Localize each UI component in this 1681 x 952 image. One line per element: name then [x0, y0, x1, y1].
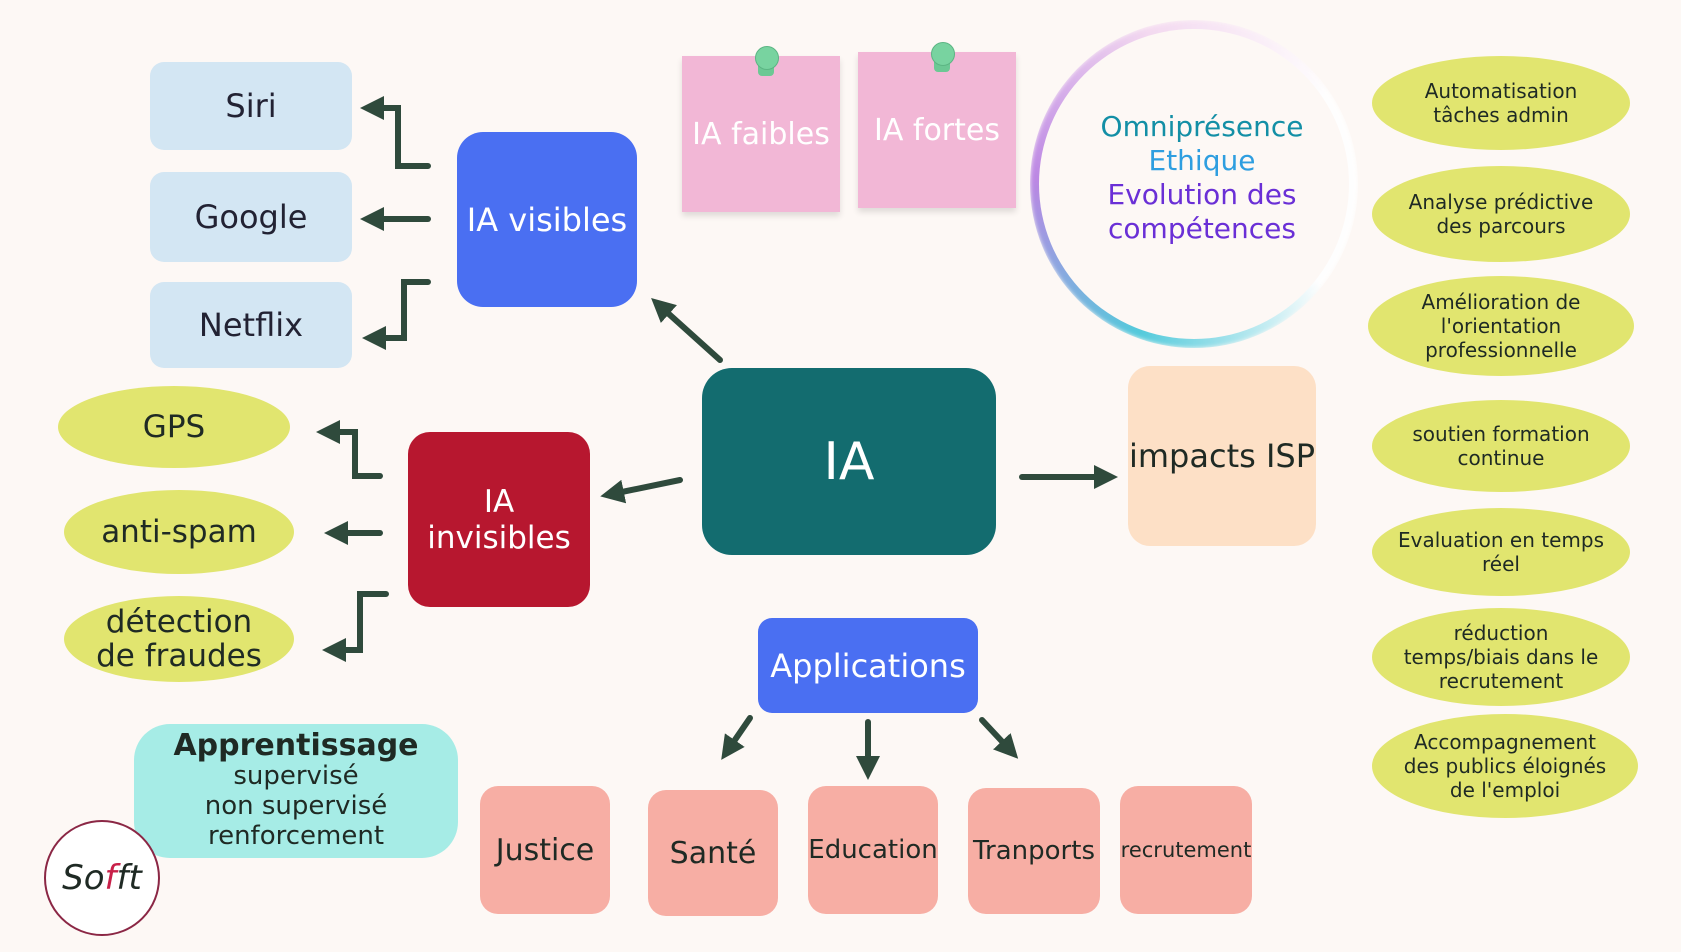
impact-automatisation: Automatisation tâches admin: [1372, 56, 1630, 150]
themes-ring: [1030, 20, 1358, 348]
note-ia-fortes: IA fortes: [858, 52, 1016, 208]
item-netflix: Netflix: [150, 282, 352, 368]
arrow-visibles-to-netflix: [362, 279, 431, 350]
arrow-visibles-to-siri: [360, 96, 431, 169]
node-applications: Applications: [758, 618, 978, 713]
pin-icon: [931, 42, 955, 66]
apprentissage-box: Apprentissage supervisé non supervisé re…: [134, 724, 458, 858]
apprentissage-non-supervise: non supervisé: [204, 791, 388, 821]
impact-formation-continue: soutien formation continue: [1372, 400, 1630, 492]
app-recrutement: recrutement: [1120, 786, 1252, 914]
arrow-app-to-justice: [721, 715, 753, 760]
impact-recrutement: réduction temps/biais dans le recrutemen…: [1372, 608, 1630, 706]
theme-evolution-competences: Evolution des compétences: [1107, 178, 1297, 245]
themes-block: Omniprésence Ethique Evolution des compé…: [1012, 48, 1392, 308]
node-ia-visibles: IA visibles: [457, 132, 637, 307]
item-anti-spam: anti-spam: [64, 490, 294, 574]
impact-orientation: Amélioration de l'orientation profession…: [1368, 276, 1634, 376]
pin-icon: [755, 46, 779, 70]
central-node-ia: IA: [702, 368, 996, 555]
apprentissage-supervise: supervisé: [233, 761, 359, 791]
item-gps: GPS: [58, 386, 290, 468]
item-siri: Siri: [150, 62, 352, 150]
impact-accompagnement: Accompagnement des publics éloignés de l…: [1372, 714, 1638, 818]
item-detection-fraudes: détection de fraudes: [64, 596, 294, 682]
apprentissage-renforcement: renforcement: [207, 821, 385, 851]
app-transports: Tranports: [968, 788, 1100, 914]
app-education: Education: [808, 786, 938, 914]
theme-ethique: Ethique: [1148, 144, 1256, 177]
apprentissage-title: Apprentissage: [173, 728, 419, 763]
impact-evaluation: Evaluation en temps réel: [1372, 508, 1630, 596]
node-impacts-isp: impacts ISP: [1128, 366, 1316, 546]
node-ia-invisibles: IA invisibles: [408, 432, 590, 607]
arrow-ia-to-invisibles: [600, 477, 683, 504]
arrow-ia-to-visibles: [651, 297, 723, 363]
app-sante: Santé: [648, 790, 778, 916]
note-ia-faibles: IA faibles: [682, 56, 840, 212]
impact-analyse-predictive: Analyse prédictive des parcours: [1372, 166, 1630, 262]
app-justice: Justice: [480, 786, 610, 914]
theme-omnipresence: Omniprésence: [1100, 110, 1304, 143]
arrow-invisibles-to-gps: [316, 420, 383, 479]
arrow-invisibles-to-fraudes: [322, 591, 389, 662]
arrow-app-to-transports: [979, 717, 1019, 759]
item-google: Google: [150, 172, 352, 262]
